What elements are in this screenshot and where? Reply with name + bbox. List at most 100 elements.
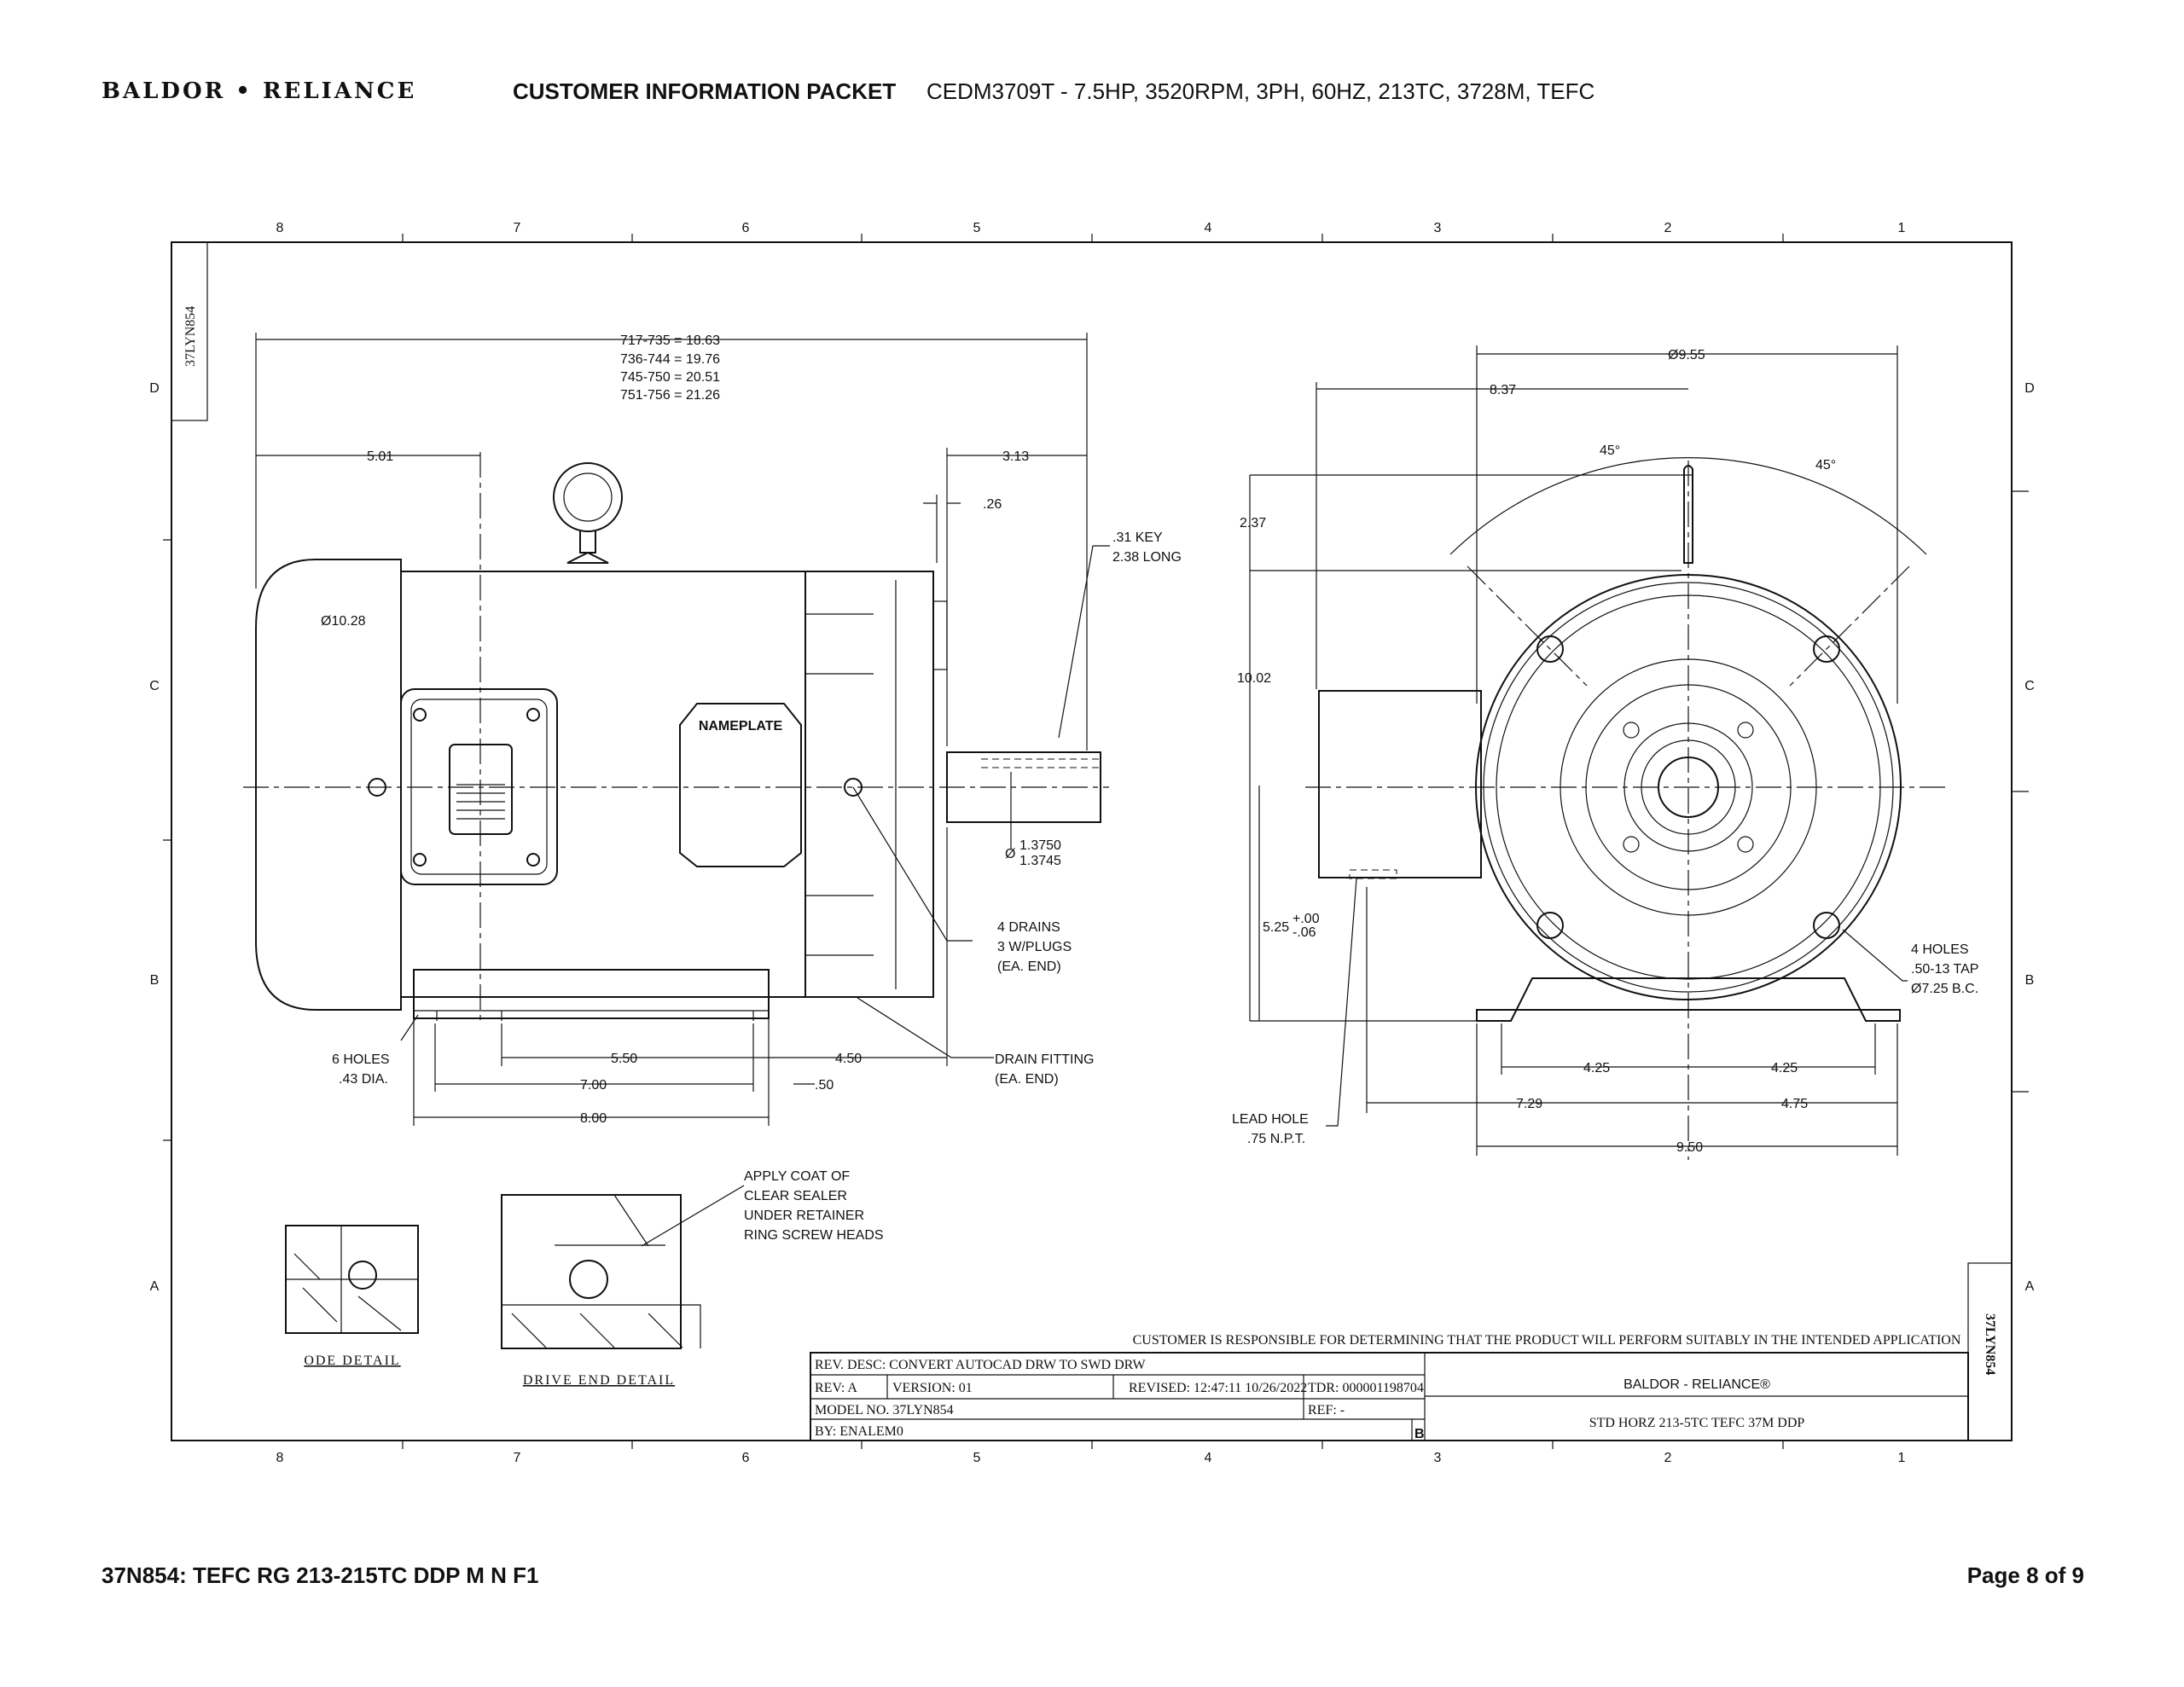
svg-text:(EA. END): (EA. END) [997, 959, 1061, 974]
svg-text:3.13: 3.13 [1002, 449, 1029, 464]
svg-text:.31 KEY: .31 KEY [1112, 530, 1163, 545]
svg-text:4 HOLES: 4 HOLES [1911, 942, 1969, 957]
svg-text:1.3745: 1.3745 [1019, 854, 1061, 868]
svg-text:1: 1 [1898, 221, 1906, 235]
svg-text:STD HORZ 213-5TC TEFC 37M DDP: STD HORZ 213-5TC TEFC 37M DDP [1589, 1416, 1805, 1430]
svg-text:3 W/PLUGS: 3 W/PLUGS [997, 940, 1072, 954]
motor-end-view [1305, 457, 1945, 1160]
svg-text:REF: -: REF: - [1308, 1403, 1345, 1417]
svg-text:5.25: 5.25 [1263, 920, 1289, 935]
svg-text:4.25: 4.25 [1583, 1061, 1610, 1075]
drive-end-detail [501, 1185, 745, 1349]
svg-text:7: 7 [514, 221, 521, 235]
svg-text:7.29: 7.29 [1516, 1097, 1542, 1111]
eyebolt [553, 462, 623, 532]
svg-text:B: B [1414, 1427, 1425, 1441]
svg-text:Ø10.28: Ø10.28 [321, 614, 366, 629]
svg-text:10.02: 10.02 [1237, 671, 1271, 686]
motor-side-view: NAMEPLATE [243, 452, 1109, 1023]
side-view-dimensions: 717-735 = 18.63 736-744 = 19.76 745-750 … [321, 333, 1182, 1126]
svg-text:5: 5 [973, 1451, 981, 1465]
svg-text:1: 1 [1898, 1451, 1906, 1465]
svg-text:VERSION: 01: VERSION: 01 [892, 1381, 973, 1395]
svg-text:9.50: 9.50 [1676, 1140, 1703, 1155]
svg-text:45°: 45° [1600, 443, 1620, 458]
svg-text:REV: A: REV: A [815, 1381, 857, 1395]
disclaimer: CUSTOMER IS RESPONSIBLE FOR DETERMINING … [1133, 1333, 1961, 1348]
svg-text:8.37: 8.37 [1490, 383, 1516, 397]
svg-text:5.50: 5.50 [611, 1052, 637, 1066]
svg-text:Ø7.25 B.C.: Ø7.25 B.C. [1911, 982, 1978, 996]
svg-text:4.25: 4.25 [1771, 1061, 1798, 1075]
packet-title: CUSTOMER INFORMATION PACKET [513, 78, 897, 104]
svg-text:7.00: 7.00 [580, 1078, 607, 1093]
svg-text:2.37: 2.37 [1240, 516, 1266, 530]
svg-text:.26: .26 [983, 497, 1002, 512]
footer-document-id: 37N854: TEFC RG 213-215TC DDP M N F1 [102, 1562, 539, 1588]
svg-text:B: B [2025, 973, 2035, 988]
svg-text:DRAIN FITTING: DRAIN FITTING [995, 1052, 1094, 1067]
svg-text:3: 3 [1434, 1451, 1442, 1465]
svg-text:4.50: 4.50 [835, 1052, 862, 1066]
svg-text:4: 4 [1205, 221, 1212, 235]
svg-text:CLEAR SEALER: CLEAR SEALER [744, 1189, 847, 1203]
svg-text:2.38 LONG: 2.38 LONG [1112, 550, 1182, 565]
model-description: CEDM3709T - 7.5HP, 3520RPM, 3PH, 60HZ, 2… [926, 78, 1595, 104]
nameplate-label: NAMEPLATE [699, 719, 783, 733]
svg-text:751-756 = 21.26: 751-756 = 21.26 [620, 388, 720, 403]
svg-text:RING SCREW HEADS: RING SCREW HEADS [744, 1228, 884, 1243]
svg-text:Ø9.55: Ø9.55 [1668, 348, 1705, 362]
svg-text:6: 6 [742, 1451, 750, 1465]
svg-text:5: 5 [973, 221, 981, 235]
title-block-brand: BALDOR - RELIANCE® [1623, 1377, 1770, 1392]
svg-text:745-750 = 20.51: 745-750 = 20.51 [620, 370, 720, 385]
svg-text:8: 8 [276, 221, 284, 235]
svg-text:C: C [149, 679, 160, 693]
svg-text:ODE DETAIL: ODE DETAIL [304, 1354, 400, 1368]
svg-text:BY: ENALEM0: BY: ENALEM0 [815, 1424, 903, 1439]
svg-text:UNDER RETAINER: UNDER RETAINER [744, 1209, 864, 1223]
svg-text:MODEL NO. 37LYN854: MODEL NO. 37LYN854 [815, 1403, 954, 1417]
svg-text:45°: 45° [1815, 458, 1836, 472]
svg-text:(EA. END): (EA. END) [995, 1072, 1059, 1087]
svg-text:1.3750: 1.3750 [1019, 838, 1061, 853]
svg-text:6 HOLES: 6 HOLES [332, 1052, 390, 1067]
svg-text:-.06: -.06 [1292, 925, 1316, 940]
svg-text:.50: .50 [815, 1078, 834, 1093]
svg-text:A: A [2025, 1279, 2035, 1294]
drawing-number-bottom: 37LYN854 [1983, 1313, 1997, 1375]
svg-text:.75 N.P.T.: .75 N.P.T. [1247, 1132, 1305, 1146]
svg-text:2: 2 [1664, 1451, 1672, 1465]
zone-ticks [163, 234, 2029, 1449]
svg-text:4.75: 4.75 [1781, 1097, 1808, 1111]
nameplate-outline [679, 703, 802, 867]
ode-detail [285, 1225, 419, 1334]
end-view-dimensions: Ø9.55 8.37 45° 45° 2.37 10.02 5.25 +.00 … [1232, 348, 1978, 1155]
svg-text:6: 6 [742, 221, 750, 235]
drawing-number-tab-top [171, 241, 208, 421]
end-view-conduit-box [1318, 690, 1482, 878]
svg-text:D: D [2024, 381, 2035, 396]
svg-text:DRIVE END DETAIL: DRIVE END DETAIL [523, 1373, 675, 1388]
title-block: CUSTOMER IS RESPONSIBLE FOR DETERMINING … [810, 1333, 1969, 1441]
baldor-reliance-logo: BALDOR • RELIANCE [102, 78, 417, 104]
svg-text:2: 2 [1664, 221, 1672, 235]
svg-text:C: C [2024, 679, 2035, 693]
detail-notes: APPLY COAT OF CLEAR SEALER UNDER RETAINE… [304, 1169, 883, 1388]
svg-text:717-735 = 18.63: 717-735 = 18.63 [620, 333, 720, 348]
svg-text:Ø: Ø [1005, 847, 1015, 861]
side-view-dimension-lines [255, 333, 1110, 1126]
svg-text:8: 8 [276, 1451, 284, 1465]
svg-text:B: B [150, 973, 160, 988]
svg-text:A: A [150, 1279, 160, 1294]
mounting-base [413, 969, 770, 1019]
svg-text:4: 4 [1205, 1451, 1212, 1465]
svg-text:LEAD HOLE: LEAD HOLE [1232, 1112, 1309, 1127]
svg-text:4 DRAINS: 4 DRAINS [997, 920, 1060, 935]
svg-text:+.00: +.00 [1292, 912, 1320, 926]
svg-text:736-744 = 19.76: 736-744 = 19.76 [620, 352, 720, 367]
svg-text:5.01: 5.01 [367, 449, 393, 464]
drawing-border [171, 241, 2013, 1441]
svg-text:APPLY COAT OF: APPLY COAT OF [744, 1169, 850, 1184]
